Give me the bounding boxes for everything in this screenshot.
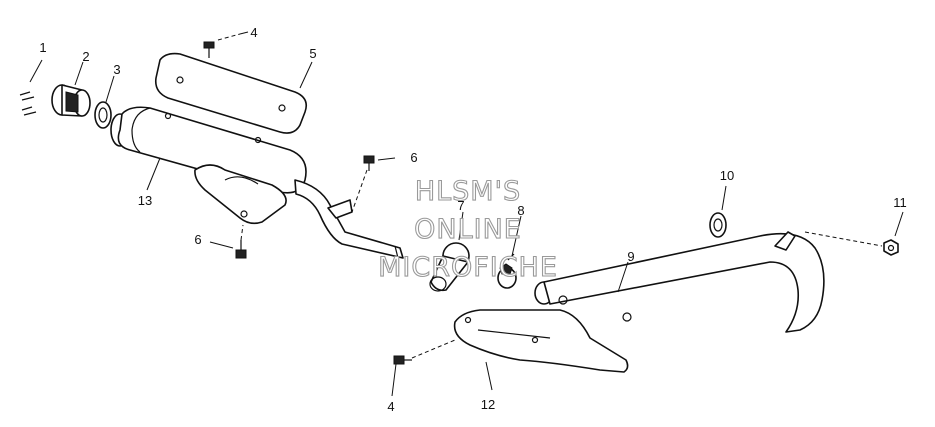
part-10-gasket <box>709 185 727 238</box>
callout-8: 8 <box>517 203 524 218</box>
callout-6-left: 6 <box>194 232 201 247</box>
callout-4-top: 4 <box>250 25 257 40</box>
callout-2: 2 <box>82 49 89 64</box>
part-11-nut <box>804 211 904 256</box>
part-4-bolt-bottom <box>391 339 456 397</box>
callout-12: 12 <box>481 397 495 412</box>
part-6-bolt-right <box>351 155 396 213</box>
watermark: HLSM'S ONLINE MICROFICHE <box>378 175 558 283</box>
callout-13: 13 <box>138 193 152 208</box>
part-7-connector <box>429 211 470 292</box>
part-6-bolt-left <box>209 224 247 259</box>
watermark-line-2: ONLINE <box>414 214 522 245</box>
part-9-header-pipe <box>534 231 825 333</box>
callout-7: 7 <box>457 198 464 213</box>
part-13-muffler <box>110 106 404 259</box>
callout-10: 10 <box>720 168 734 183</box>
part-1-screws <box>19 59 43 116</box>
part-8-clamp <box>497 215 522 289</box>
watermark-line-3: MICROFICHE <box>378 252 558 283</box>
callout-6-right: 6 <box>410 150 417 165</box>
callout-3: 3 <box>113 62 120 77</box>
callout-11: 11 <box>893 195 907 210</box>
callout-1: 1 <box>39 40 46 55</box>
callout-5: 5 <box>309 46 316 61</box>
callout-9: 9 <box>627 249 634 264</box>
part-3-gasket <box>94 75 115 129</box>
part-2-spark-arrestor <box>51 61 91 117</box>
watermark-line-1: HLSM'S <box>415 176 521 207</box>
part-4-bolt-top <box>203 31 249 58</box>
callout-4-bottom: 4 <box>387 399 394 414</box>
part-5-heat-shield <box>154 52 313 134</box>
part-12-lower-heat-shield <box>453 309 629 391</box>
